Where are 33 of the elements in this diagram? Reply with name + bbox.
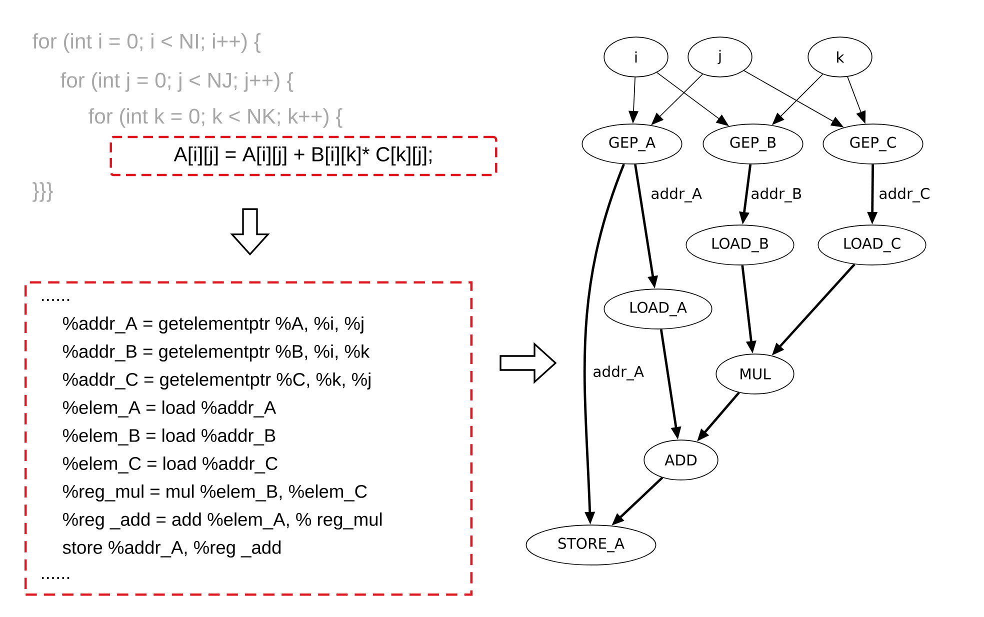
code-line: store %addr_A, %reg _add bbox=[62, 540, 281, 558]
code-line: for (int j = 0; j < NJ; j++) { bbox=[60, 72, 294, 92]
graph-node: k bbox=[808, 36, 872, 78]
code-line: %addr_C = getelementptr %C, %k, %j bbox=[62, 372, 370, 390]
edge-label: addr_C bbox=[877, 186, 932, 204]
code-line: %reg_mul = mul %elem_B, %elem_C bbox=[62, 484, 367, 502]
code-line: %addr_B = getelementptr %B, %i, %k bbox=[62, 344, 370, 362]
graph-node: GEP_A bbox=[582, 124, 682, 164]
block-arrow bbox=[230, 208, 270, 256]
graph-node: ADD bbox=[644, 440, 718, 480]
code-line: %addr_A = getelementptr %A, %i, %j bbox=[62, 316, 364, 334]
graph-node: LOAD_C bbox=[818, 224, 926, 266]
edge-label: addr_A bbox=[591, 364, 646, 382]
code-line: %elem_C = load %addr_C bbox=[62, 456, 278, 474]
statement-box: A[i][j] = A[i][j] + B[i][k]* C[k][j]; bbox=[110, 136, 498, 176]
block-arrow bbox=[500, 342, 557, 384]
graph-node: MUL bbox=[716, 354, 794, 394]
code-line: }}} bbox=[32, 182, 54, 202]
code-line: ...... bbox=[42, 577, 70, 579]
code-line: %elem_A = load %addr_A bbox=[62, 400, 276, 418]
graph-node: GEP_B bbox=[702, 124, 804, 164]
graph-node: j bbox=[688, 36, 752, 78]
graph-node: LOAD_B bbox=[686, 224, 794, 266]
code-line: %reg _add = add %elem_A, % reg_mul bbox=[62, 512, 382, 530]
code-line: %elem_B = load %addr_B bbox=[62, 428, 276, 446]
code-line: ...... bbox=[42, 299, 70, 301]
graph-node: GEP_C bbox=[822, 124, 924, 164]
code-line: for (int i = 0; i < NI; i++) { bbox=[32, 33, 260, 53]
edge-label: addr_A bbox=[649, 186, 704, 204]
graph-node: LOAD_A bbox=[604, 288, 712, 330]
graph-node: STORE_A bbox=[526, 524, 656, 566]
edge-label: addr_B bbox=[749, 186, 804, 204]
graph-node: i bbox=[604, 36, 668, 78]
